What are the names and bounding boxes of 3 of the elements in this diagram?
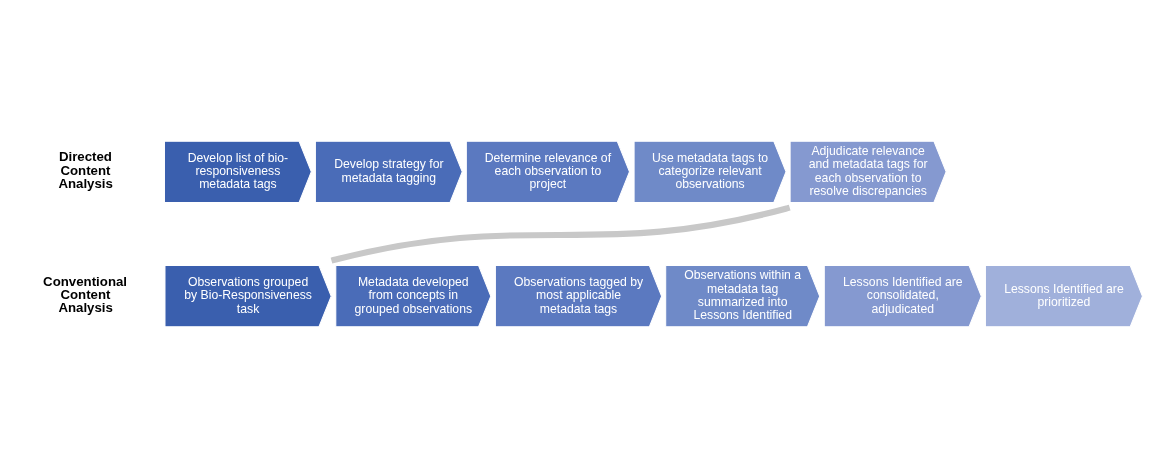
connector [330, 204, 791, 264]
label: Directed Content Analysis [58, 149, 113, 192]
label: Conventional Content Analysis [43, 273, 128, 316]
